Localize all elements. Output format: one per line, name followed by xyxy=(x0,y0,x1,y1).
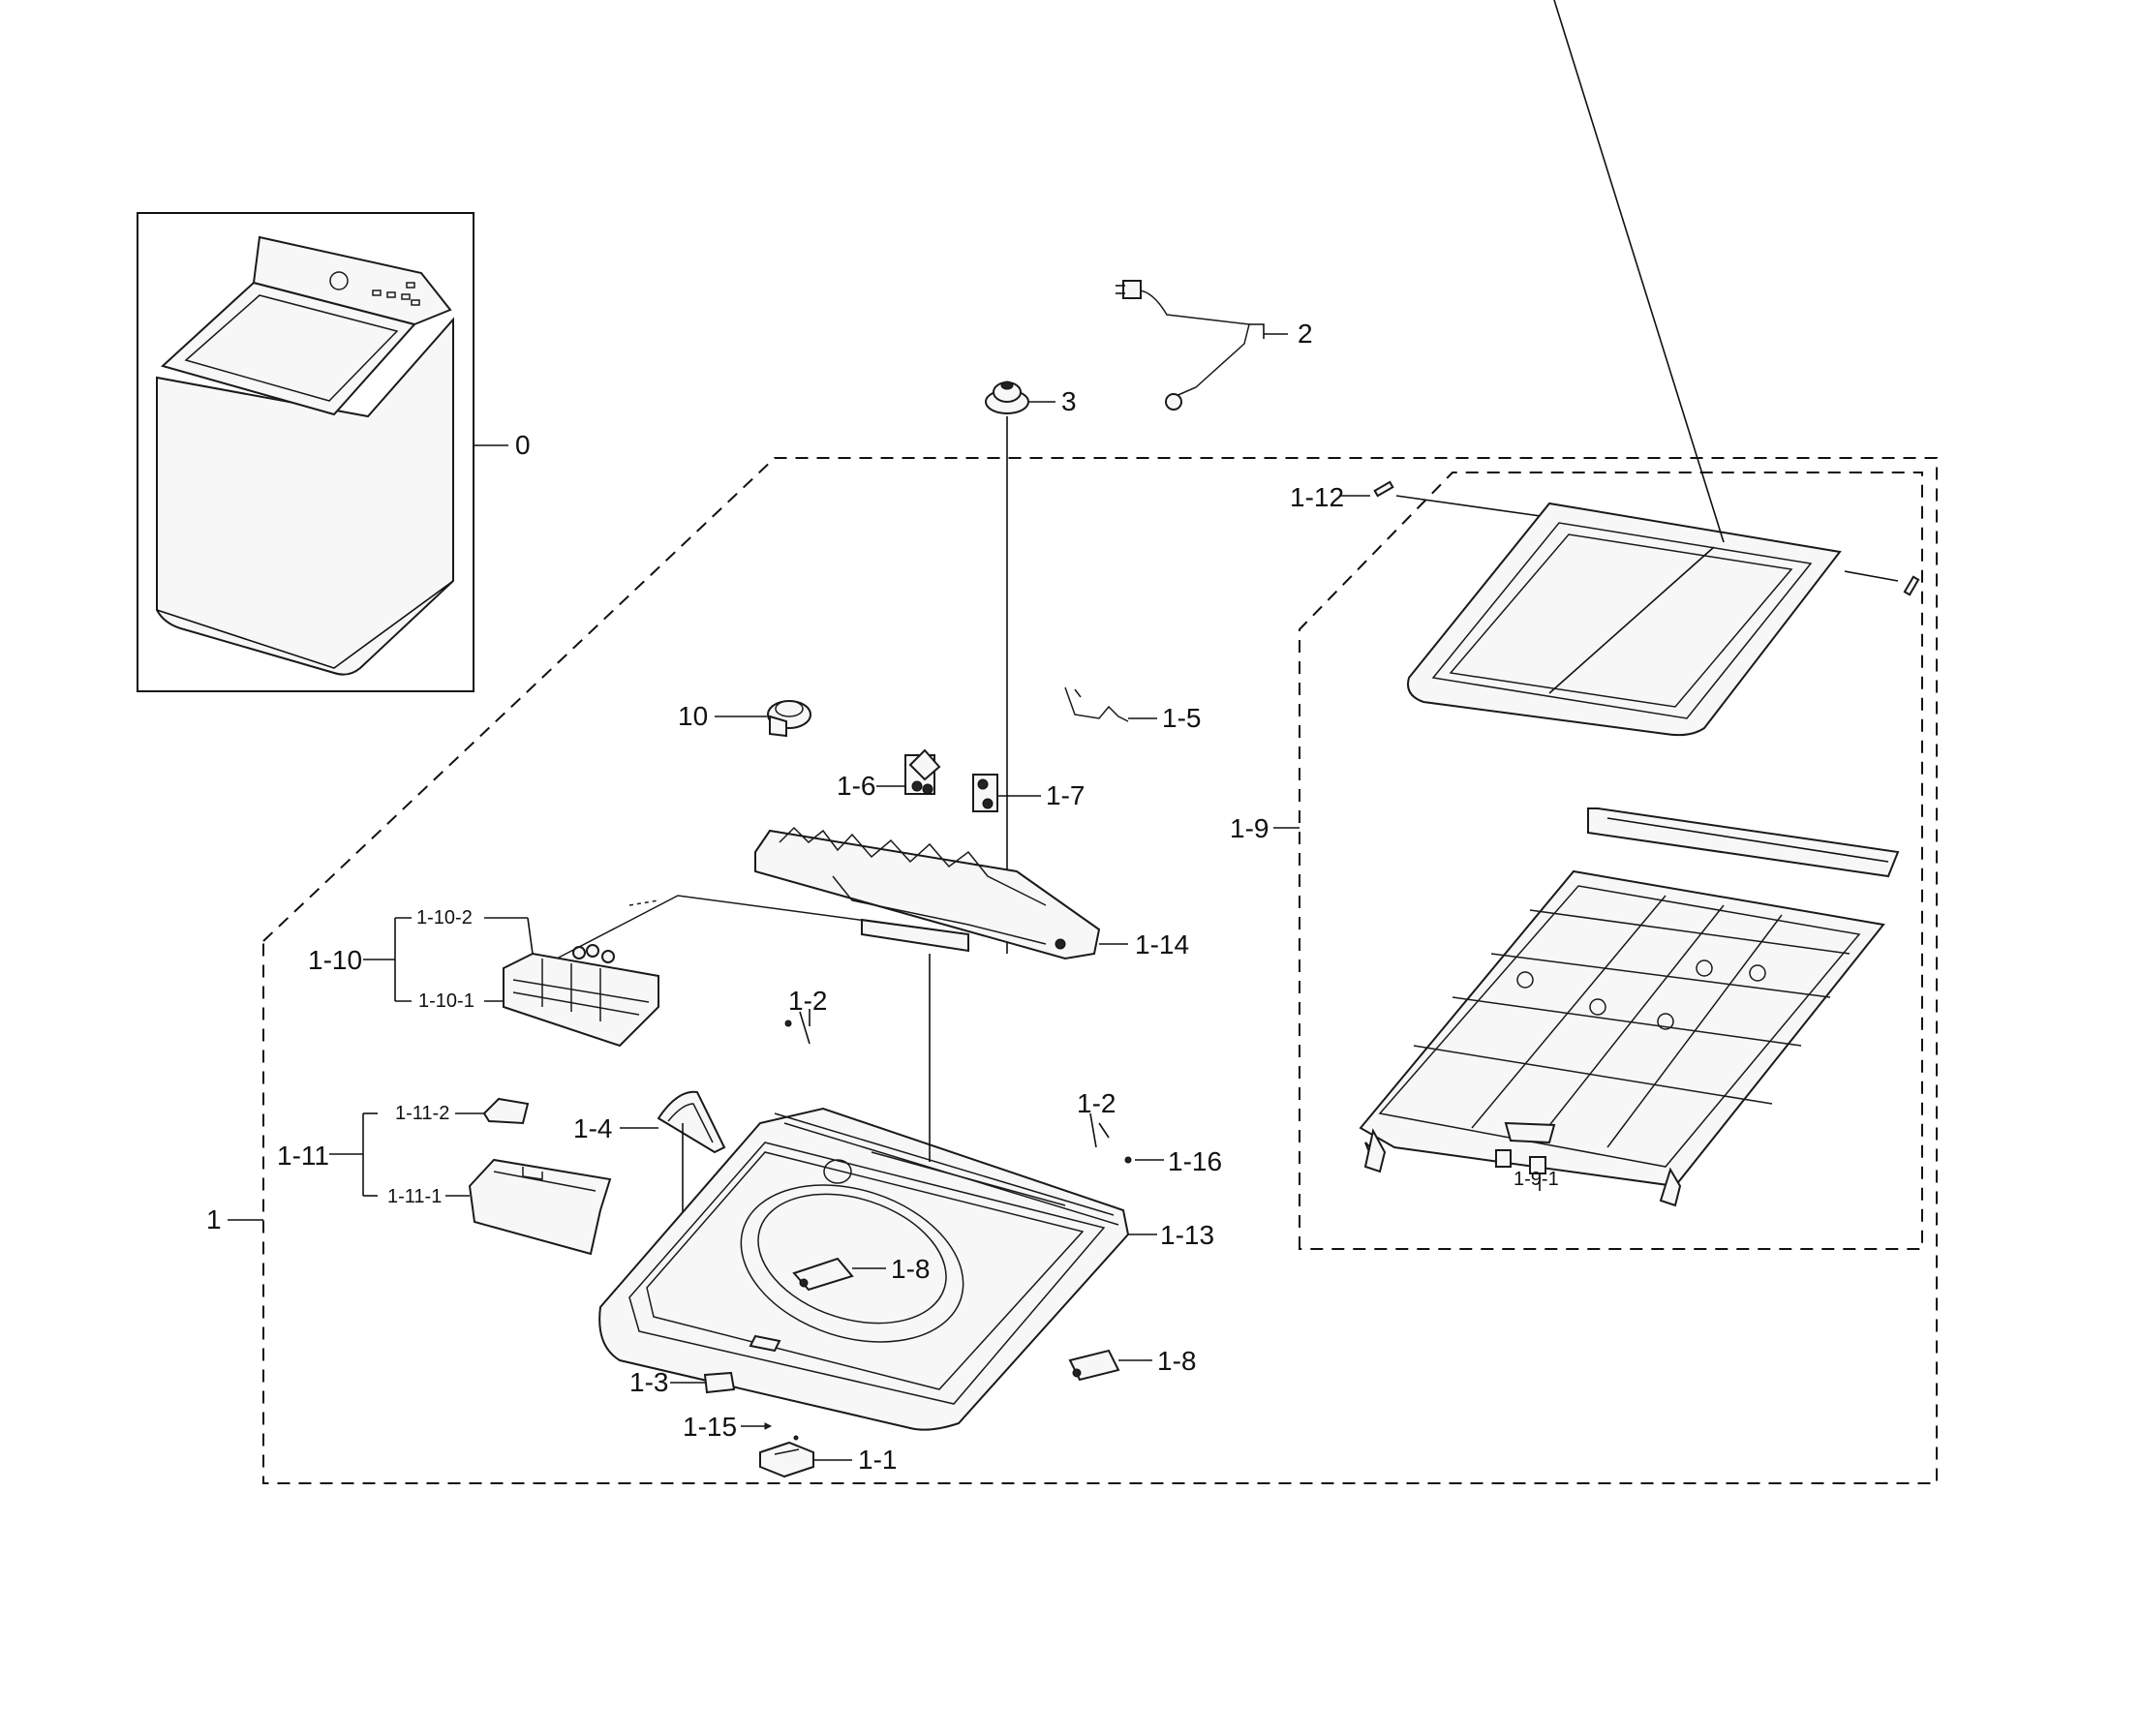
callout-1-10-1: 1-10-1 xyxy=(418,990,474,1012)
callout-0: 0 xyxy=(515,430,531,460)
callout-1-8-b: 1-8 xyxy=(1157,1346,1197,1376)
callout-1-10-2: 1-10-2 xyxy=(416,907,473,929)
callout-1-8-a: 1-8 xyxy=(891,1254,931,1284)
top-cover-1-13 xyxy=(598,954,1157,1431)
callout-1-3: 1-3 xyxy=(629,1367,669,1397)
callout-1-9: 1-9 xyxy=(1230,813,1269,843)
callout-1-11-1: 1-11-1 xyxy=(387,1186,443,1207)
screw-1-2 xyxy=(784,1009,1164,1164)
water-valve-1-6 xyxy=(876,748,941,795)
cup-1-4 xyxy=(620,1090,726,1264)
callout-1: 1 xyxy=(206,1204,222,1234)
callout-1-2-b: 1-2 xyxy=(1077,1088,1116,1118)
callout-1-7: 1-7 xyxy=(1046,780,1086,810)
dispenser-1-10 xyxy=(363,895,969,1048)
switch-1-8 xyxy=(792,1257,1152,1382)
callout-1-6: 1-6 xyxy=(837,771,876,801)
washer-assembly-0 xyxy=(137,212,508,692)
door-hinge-clip-1-9-1 xyxy=(1363,1128,1682,1207)
callout-10: 10 xyxy=(678,701,709,731)
clamp-10 xyxy=(715,700,811,738)
callout-1-13: 1-13 xyxy=(1160,1220,1215,1250)
door-lid xyxy=(1407,0,1842,737)
power-cord-2 xyxy=(1116,280,1288,411)
callout-1-14: 1-14 xyxy=(1135,929,1190,959)
drawer-1-11 xyxy=(329,1097,612,1256)
callout-1-11: 1-11 xyxy=(277,1141,329,1171)
bracket-1-5 xyxy=(1064,686,1157,722)
badge-1-3 xyxy=(670,1371,736,1394)
callout-1-12: 1-12 xyxy=(1290,482,1345,512)
control-housing-1-14 xyxy=(754,826,1128,960)
hinge-pin-1-12 xyxy=(1339,480,1920,596)
callout-1-11-2: 1-11-2 xyxy=(395,1103,450,1124)
callout-1-4: 1-4 xyxy=(573,1113,613,1143)
callout-2: 2 xyxy=(1298,319,1313,349)
callout-1-15: 1-15 xyxy=(683,1412,738,1442)
callout-1-10: 1-10 xyxy=(308,945,363,975)
hinge-bar xyxy=(1587,807,1900,878)
lid-lock-1-1 xyxy=(759,1441,852,1478)
pressure-sensor-3 xyxy=(985,381,1055,954)
callout-1-9-1: 1-9-1 xyxy=(1514,1169,1559,1190)
callout-1-16: 1-16 xyxy=(1168,1146,1223,1176)
screw-1-15 xyxy=(741,1422,799,1441)
callout-3: 3 xyxy=(1061,386,1077,416)
callout-1-1: 1-1 xyxy=(858,1445,898,1475)
callout-1-2-a: 1-2 xyxy=(788,986,828,1016)
water-valve-1-7 xyxy=(972,774,1041,812)
door-frame xyxy=(1359,869,1885,1188)
callout-1-5: 1-5 xyxy=(1162,703,1202,733)
